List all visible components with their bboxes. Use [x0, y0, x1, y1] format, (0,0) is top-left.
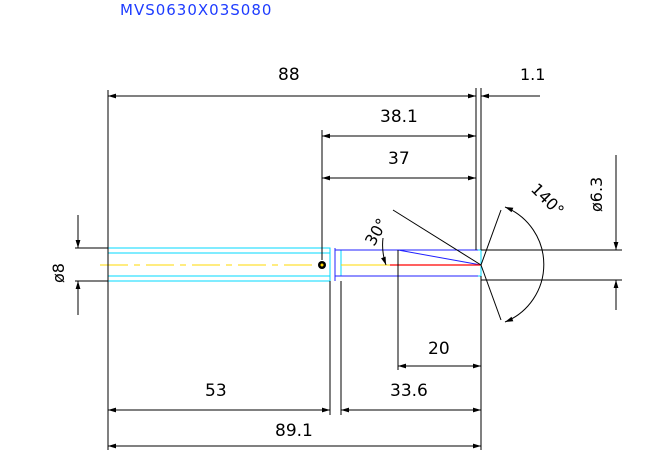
dim-overall-length: 88	[278, 65, 300, 85]
dim-body-length: 33.6	[390, 381, 428, 401]
dim-shank-diameter: ø8	[49, 263, 68, 283]
dim-point-angle: 140°	[527, 179, 568, 220]
angle-arc-140	[504, 206, 545, 323]
dim-tip-diameter: ø6.3	[587, 177, 606, 212]
dim-tip-offset: 1.1	[520, 65, 545, 84]
dim-flute-length-b: 37	[388, 149, 410, 169]
extension-lines	[75, 88, 622, 450]
body-outline	[340, 249, 482, 277]
dim-total-length: 89.1	[275, 421, 313, 441]
dimension-labels: 88 1.1 38.1 37 ø8 ø6.3 140° 30° 20 33.6 …	[49, 65, 606, 441]
drawing-title: MVS0630X03S080	[120, 1, 272, 19]
dimension-lines	[75, 93, 619, 449]
dim-chamfer-angle: 30°	[361, 215, 392, 249]
tool-body	[100, 209, 502, 321]
dim-step-length: 20	[428, 339, 450, 359]
dim-flute-length-a: 38.1	[380, 107, 418, 127]
dim-shank-length: 53	[205, 381, 227, 401]
